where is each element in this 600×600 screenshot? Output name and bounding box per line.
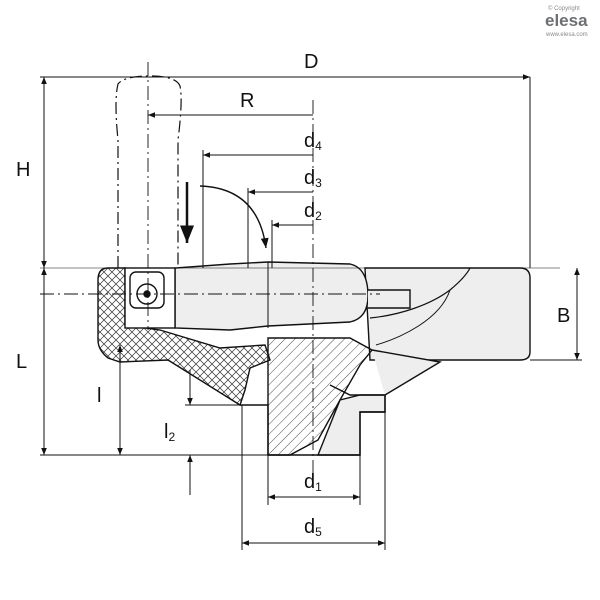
label-B: B (557, 305, 570, 327)
label-R: R (240, 90, 254, 112)
handwheel-body (97, 75, 531, 456)
copyright-text: © Copyright (548, 5, 580, 12)
label-L: L (16, 351, 27, 373)
hub-outline (240, 384, 386, 456)
handle-end-slot (368, 289, 411, 309)
motion-arrows (180, 182, 269, 249)
rim-right (364, 267, 531, 361)
brand-name: elesa (545, 11, 588, 30)
label-H: H (16, 159, 30, 181)
center-lines (40, 62, 560, 475)
label-l: l (97, 385, 101, 407)
dimension-labels: D R d4 d3 d2 H L B l l2 d1 d5 (16, 51, 570, 539)
label-d1: d1 (304, 471, 322, 494)
spoke-edge (375, 289, 451, 346)
label-d3: d3 (304, 167, 322, 190)
label-d5: d5 (304, 516, 322, 539)
label-d2: d2 (304, 200, 322, 223)
handle-retracted (174, 261, 369, 331)
label-D: D (304, 51, 318, 73)
label-d4: d4 (304, 130, 322, 153)
brand-url: www.elesa.com (545, 32, 588, 38)
handle-folded-ghost (115, 75, 182, 268)
rotate-arrow-icon (199, 185, 269, 249)
dimensions (40, 74, 582, 550)
brand-logo: © Copyright elesa www.elesa.com (545, 5, 588, 38)
label-l2: l2 (164, 421, 175, 444)
spoke-lower (371, 349, 442, 396)
